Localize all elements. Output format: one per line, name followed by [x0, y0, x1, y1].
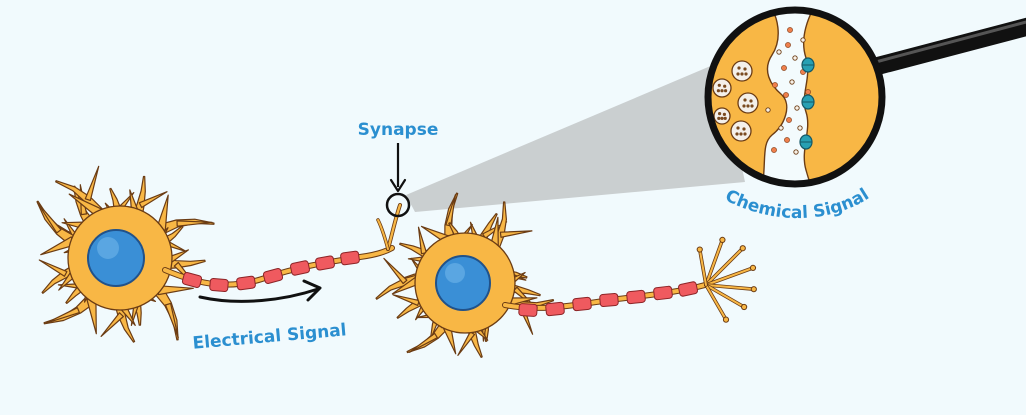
nucleus-right: [436, 256, 490, 310]
synapse-label: Synapse: [358, 120, 439, 140]
electrical-signal: Electrical Signal: [192, 281, 347, 354]
magnifier-beam: [406, 62, 745, 212]
chemical-signal-label: Chemical Signal: [722, 185, 873, 223]
electrical-signal-label: Electrical Signal: [192, 320, 347, 353]
neuron-left: [37, 166, 400, 342]
neuron-right: [376, 193, 756, 357]
myelin-sheath-right: [519, 281, 698, 316]
axon-terminal-right: [697, 237, 756, 322]
svg-text:Chemical Signal: Chemical Signal: [722, 185, 873, 223]
nucleus-left: [88, 230, 144, 286]
magnifying-glass-icon: [700, 0, 1026, 200]
